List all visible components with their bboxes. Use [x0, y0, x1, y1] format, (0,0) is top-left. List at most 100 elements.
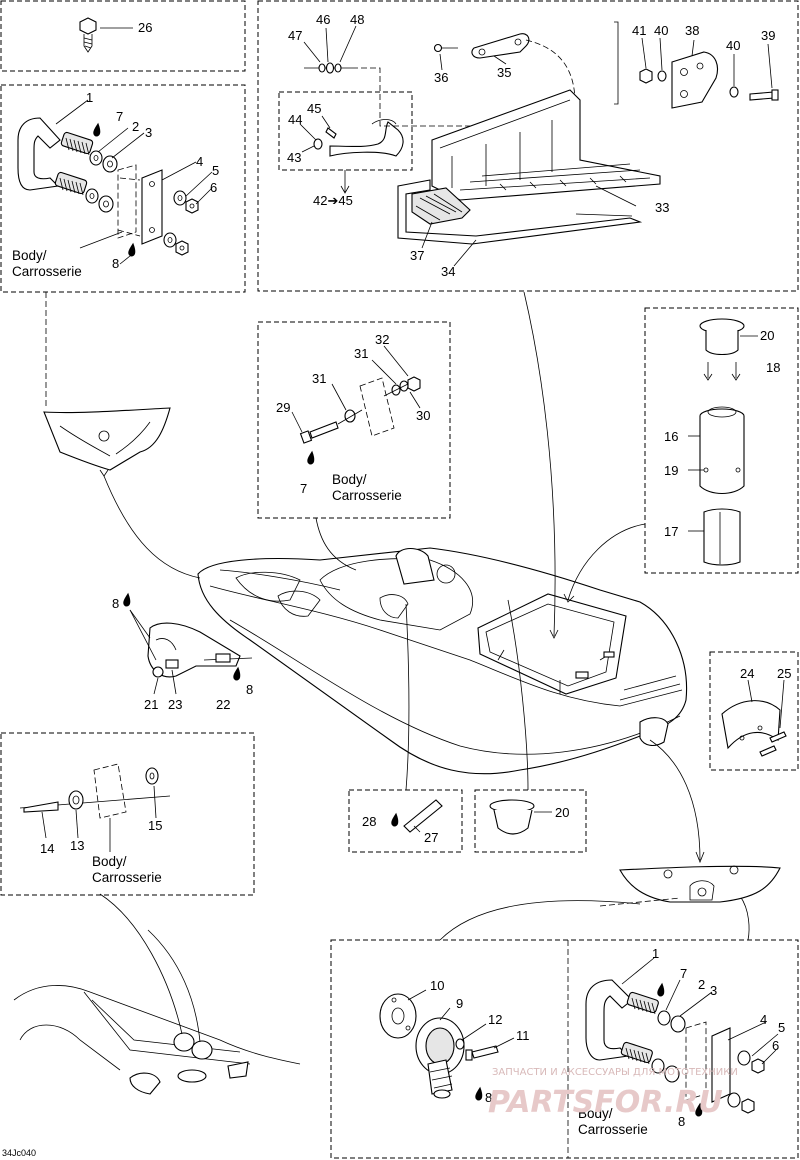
backing-plate-4-icon [711, 1027, 731, 1103]
callout-range-42-45: 42➔45 [313, 193, 353, 208]
bolt-29-icon [299, 421, 339, 444]
cap-20-icon [699, 318, 745, 356]
callout-33: 33 [655, 200, 669, 215]
panel-border [257, 0, 799, 292]
panel-screw-26: 26 [0, 0, 246, 72]
panel-border [0, 84, 246, 293]
callout-40: 40 [654, 23, 668, 38]
washer-2-icon [651, 1010, 671, 1074]
callout-22: 22 [216, 697, 230, 712]
panel-border [644, 307, 799, 574]
panel-drain-plug-rear-handle: 10 9 12 11 8 [330, 939, 799, 1159]
adhesive-drop-8-icon [695, 1102, 703, 1117]
washer-5-icon [163, 190, 187, 248]
nut-6-icon [175, 198, 199, 256]
callout-5: 5 [212, 163, 219, 178]
callout-9: 9 [456, 996, 463, 1011]
adhesive-drop-8-icon [475, 1086, 483, 1101]
callout-18: 18 [766, 360, 780, 375]
adhesive-drop-7-icon [657, 982, 665, 997]
callout-26: 26 [138, 20, 152, 35]
callout-47: 47 [288, 28, 302, 43]
callout-20: 20 [760, 328, 774, 343]
callout-6b: 6 [772, 1038, 779, 1053]
callout-39: 39 [761, 28, 775, 43]
nut-6-icon [741, 1058, 765, 1114]
callout-2b: 2 [698, 977, 705, 992]
callout-10: 10 [430, 978, 444, 993]
boat-hull-illustration [197, 547, 688, 775]
callout-29: 29 [276, 400, 290, 415]
panel-border [474, 789, 587, 853]
trim-cover-24-icon [721, 700, 781, 750]
bracket-35-icon [471, 33, 530, 59]
screw-11-icon [465, 1045, 499, 1061]
body-panel-section [117, 164, 137, 239]
callout-4b: 4 [760, 1012, 767, 1027]
callout-40b: 40 [726, 38, 740, 53]
washer-3-icon [98, 155, 118, 213]
callout-32: 32 [375, 332, 389, 347]
adhesive-drop-28-icon [391, 812, 399, 827]
callout-4: 4 [196, 154, 203, 169]
adhesive-drop-8-icon [233, 666, 241, 681]
callout-41: 41 [632, 23, 646, 38]
panel-border [709, 651, 799, 771]
subpanel-42-45 [278, 91, 413, 171]
body-label-line2: Carrosserie [578, 1122, 648, 1137]
screw-26-icon [79, 17, 97, 53]
drain-plug-9-icon [415, 1017, 465, 1099]
callout-34: 34 [441, 264, 455, 279]
panel-border [0, 0, 246, 72]
callout-8d: 8 [485, 1090, 492, 1105]
body-label-line2: Carrosserie [92, 870, 162, 885]
side-fender-icon [147, 622, 253, 678]
screw-45-icon [325, 127, 337, 139]
step-platform-33-icon [431, 89, 661, 201]
step-bracket-42-icon [329, 119, 404, 157]
callout-8: 8 [112, 256, 119, 271]
callout-5b: 5 [778, 1020, 785, 1035]
callout-27: 27 [424, 830, 438, 845]
bracket-group-line [614, 21, 619, 105]
hinge-38-icon [671, 51, 719, 109]
callout-31: 31 [354, 346, 368, 361]
body-panel-section [685, 1021, 707, 1101]
washer-40-icon [657, 70, 739, 98]
connector-lines [45, 291, 750, 941]
panel-bolt-29-32: 32 31 31 30 29 7 Body/ Carrosserie [257, 321, 451, 519]
callout-31b: 31 [312, 371, 326, 386]
stern-deflector-icon [599, 865, 781, 907]
nut-41-icon [639, 68, 653, 84]
callout-7: 7 [116, 109, 123, 124]
callout-25: 25 [777, 666, 791, 681]
adhesive-drop-8-icon [123, 592, 131, 607]
panel-fastener-13-15: 14 13 15 Body/ Carrosserie [0, 732, 255, 896]
grab-handle-rear-icon [585, 979, 659, 1065]
body-label-line2: Carrosserie [12, 264, 82, 279]
callout-35: 35 [497, 65, 511, 80]
washer-12-icon [455, 1038, 465, 1050]
callout-12: 12 [488, 1012, 502, 1027]
callout-15: 15 [148, 818, 162, 833]
callout-7b: 7 [300, 481, 307, 496]
screw-18-icon [703, 362, 741, 381]
foot-mat-37-icon [411, 187, 471, 225]
panel-cap-20: 20 [474, 789, 587, 853]
flange-10-icon [379, 993, 417, 1039]
body-panel-section [359, 377, 395, 437]
watermark-logo: PARTSFOR.RU [488, 1085, 723, 1120]
body-label-line1: Body/ [332, 472, 367, 487]
panel-border [348, 789, 463, 853]
cap-20-icon [489, 799, 535, 835]
screw-25-icon [759, 731, 787, 757]
sleeve-17-icon [703, 508, 741, 566]
callout-48: 48 [350, 12, 364, 27]
body-label-line2: Carrosserie [332, 488, 402, 503]
callout-36: 36 [434, 70, 448, 85]
callout-44: 44 [288, 112, 302, 127]
callout-19: 19 [664, 463, 678, 478]
body-panel-section [93, 763, 127, 819]
callout-24: 24 [740, 666, 754, 681]
